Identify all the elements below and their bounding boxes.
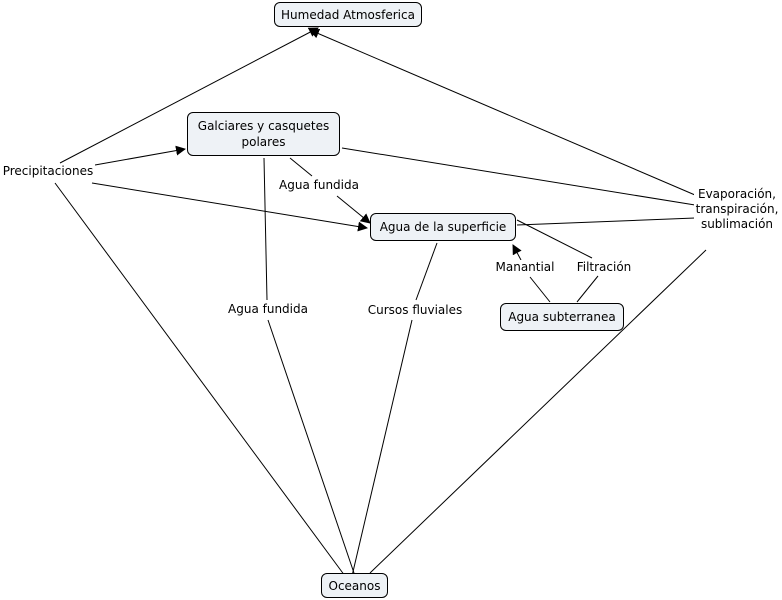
label-cursos-fluviales: Cursos fluviales: [365, 303, 465, 318]
line-fundida1-to-superficie: [336, 195, 371, 224]
line-evap-to-humedad: [309, 28, 696, 196]
node-glaciares: Galciares y casquetes polares: [187, 112, 340, 156]
label-precipitaciones: Precipitaciones: [1, 164, 95, 179]
node-humedad-atmosferica: Humedad Atmosferica: [274, 2, 422, 27]
label-evaporacion: Evaporación, transpiración, sublimación: [694, 187, 780, 232]
node-oceanos: Oceanos: [321, 573, 388, 598]
node-agua-superficie: Agua de la superficie: [370, 213, 516, 241]
label-agua-fundida-2: Agua fundida: [227, 302, 309, 317]
line-precip-to-oceanos: [54, 182, 346, 577]
label-manantial: Manantial: [494, 260, 556, 275]
line-manantial-to-superficie: [512, 244, 522, 261]
line-filtracion-to-subterranea: [576, 275, 599, 303]
line-subterranea-to-manantial: [529, 276, 551, 303]
line-superficie-to-filtracion: [516, 219, 593, 259]
line-precip-to-glaciares: [94, 145, 186, 166]
line-glaciares-to-fundida2: [263, 157, 268, 301]
line-precip-to-humedad: [59, 27, 319, 164]
node-agua-subterranea: Agua subterranea: [500, 303, 624, 331]
line-fundida2-to-oceanos: [267, 319, 356, 577]
line-superficie-to-evap: [516, 217, 696, 226]
line-superficie-to-cursos: [415, 242, 438, 301]
line-glaciares-to-fundida1: [289, 157, 313, 177]
line-oceanos-to-evap: [369, 249, 707, 574]
line-glaciares-to-evap: [341, 147, 696, 206]
line-cursos-to-oceanos: [351, 319, 413, 577]
line-precip-to-superficie: [91, 182, 368, 232]
label-agua-fundida-1: Agua fundida: [278, 178, 360, 193]
label-filtracion: Filtración: [574, 260, 634, 275]
